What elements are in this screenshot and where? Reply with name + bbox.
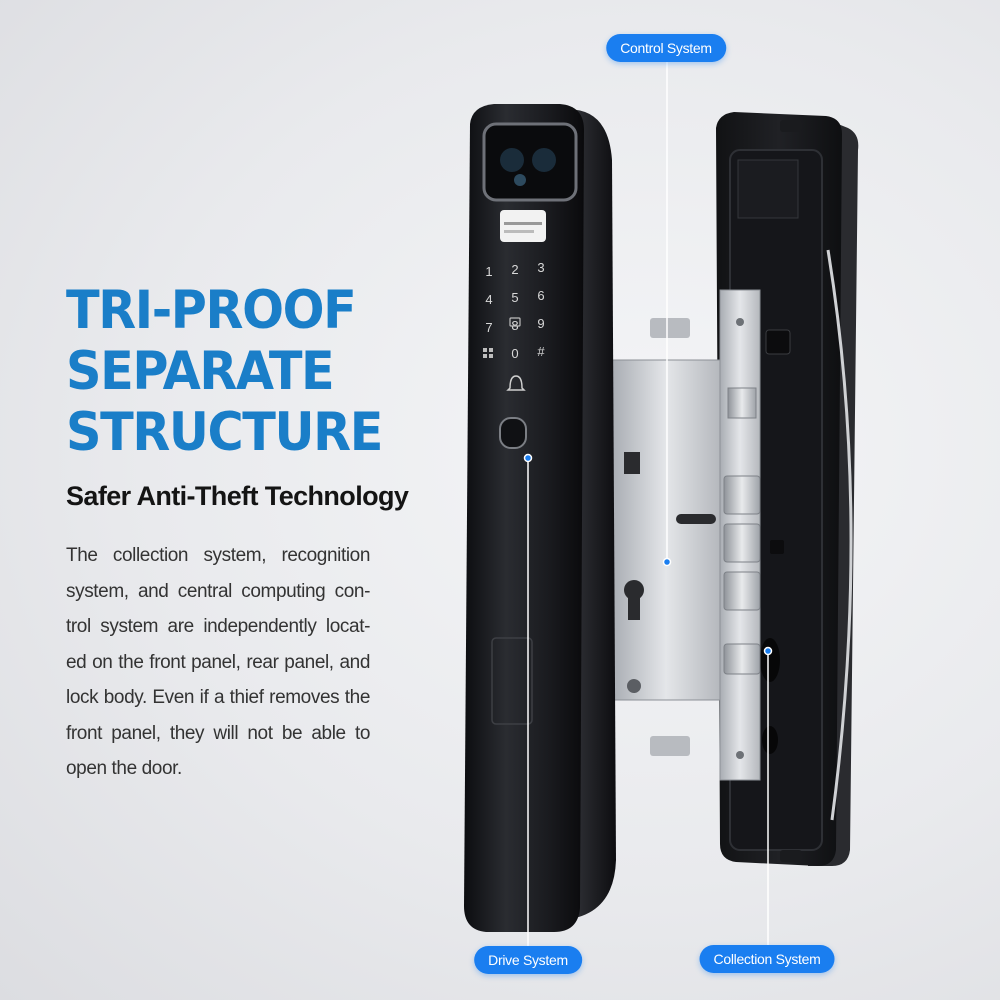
description-line: open the door. (66, 758, 182, 779)
callout-dot (763, 646, 773, 656)
subheading: Safer Anti-Theft Technology (66, 481, 409, 511)
bell-icon (506, 375, 526, 391)
keypad-key: 7 (485, 320, 492, 335)
keypad-key: 6 (537, 288, 544, 303)
lock-body (611, 289, 761, 781)
front-panel: 1 2 3 4 5 6 7 8 9 0 # (464, 104, 616, 932)
headline-line: TRI-PROOF (66, 280, 357, 341)
callout-dot (662, 557, 672, 567)
keypad-key: 3 (537, 260, 544, 275)
description-line: The collection system, recognition (66, 545, 370, 566)
handle-slot (491, 637, 533, 725)
keypad-key: 1 (485, 264, 492, 279)
keypad-key: 9 (537, 316, 544, 331)
fingerprint-sensor (499, 417, 527, 449)
callout-lines (527, 62, 769, 946)
control-system-label: Control System (606, 34, 726, 62)
callout-dot (523, 453, 533, 463)
description-line: system, and central computing con- (66, 580, 370, 602)
nfc-icon (509, 317, 521, 327)
headline-line: STRUCTURE (66, 402, 383, 463)
keypad-key: # (537, 344, 545, 359)
keypad-key: 5 (511, 290, 518, 305)
description-line: ed on the front panel, rear panel, and (66, 651, 370, 673)
grid-icon (483, 348, 493, 358)
headline-line: SEPARATE (66, 341, 335, 402)
keypad-key: 2 (511, 262, 518, 277)
description-line: lock body. Even if a thief removes the (66, 687, 370, 708)
keypad-key: 0 (511, 346, 518, 361)
headline: TRI-PROOF SEPARATE STRUCTURE (66, 280, 383, 463)
description-line: front panel, they will not be able to (66, 722, 370, 744)
drive-system-label: Drive System (474, 946, 582, 974)
description: The collection system, recognition syste… (66, 538, 370, 787)
keypad-key: 4 (485, 292, 492, 307)
collection-system-label: Collection System (699, 945, 835, 973)
description-line: trol system are independently locat- (66, 616, 370, 637)
